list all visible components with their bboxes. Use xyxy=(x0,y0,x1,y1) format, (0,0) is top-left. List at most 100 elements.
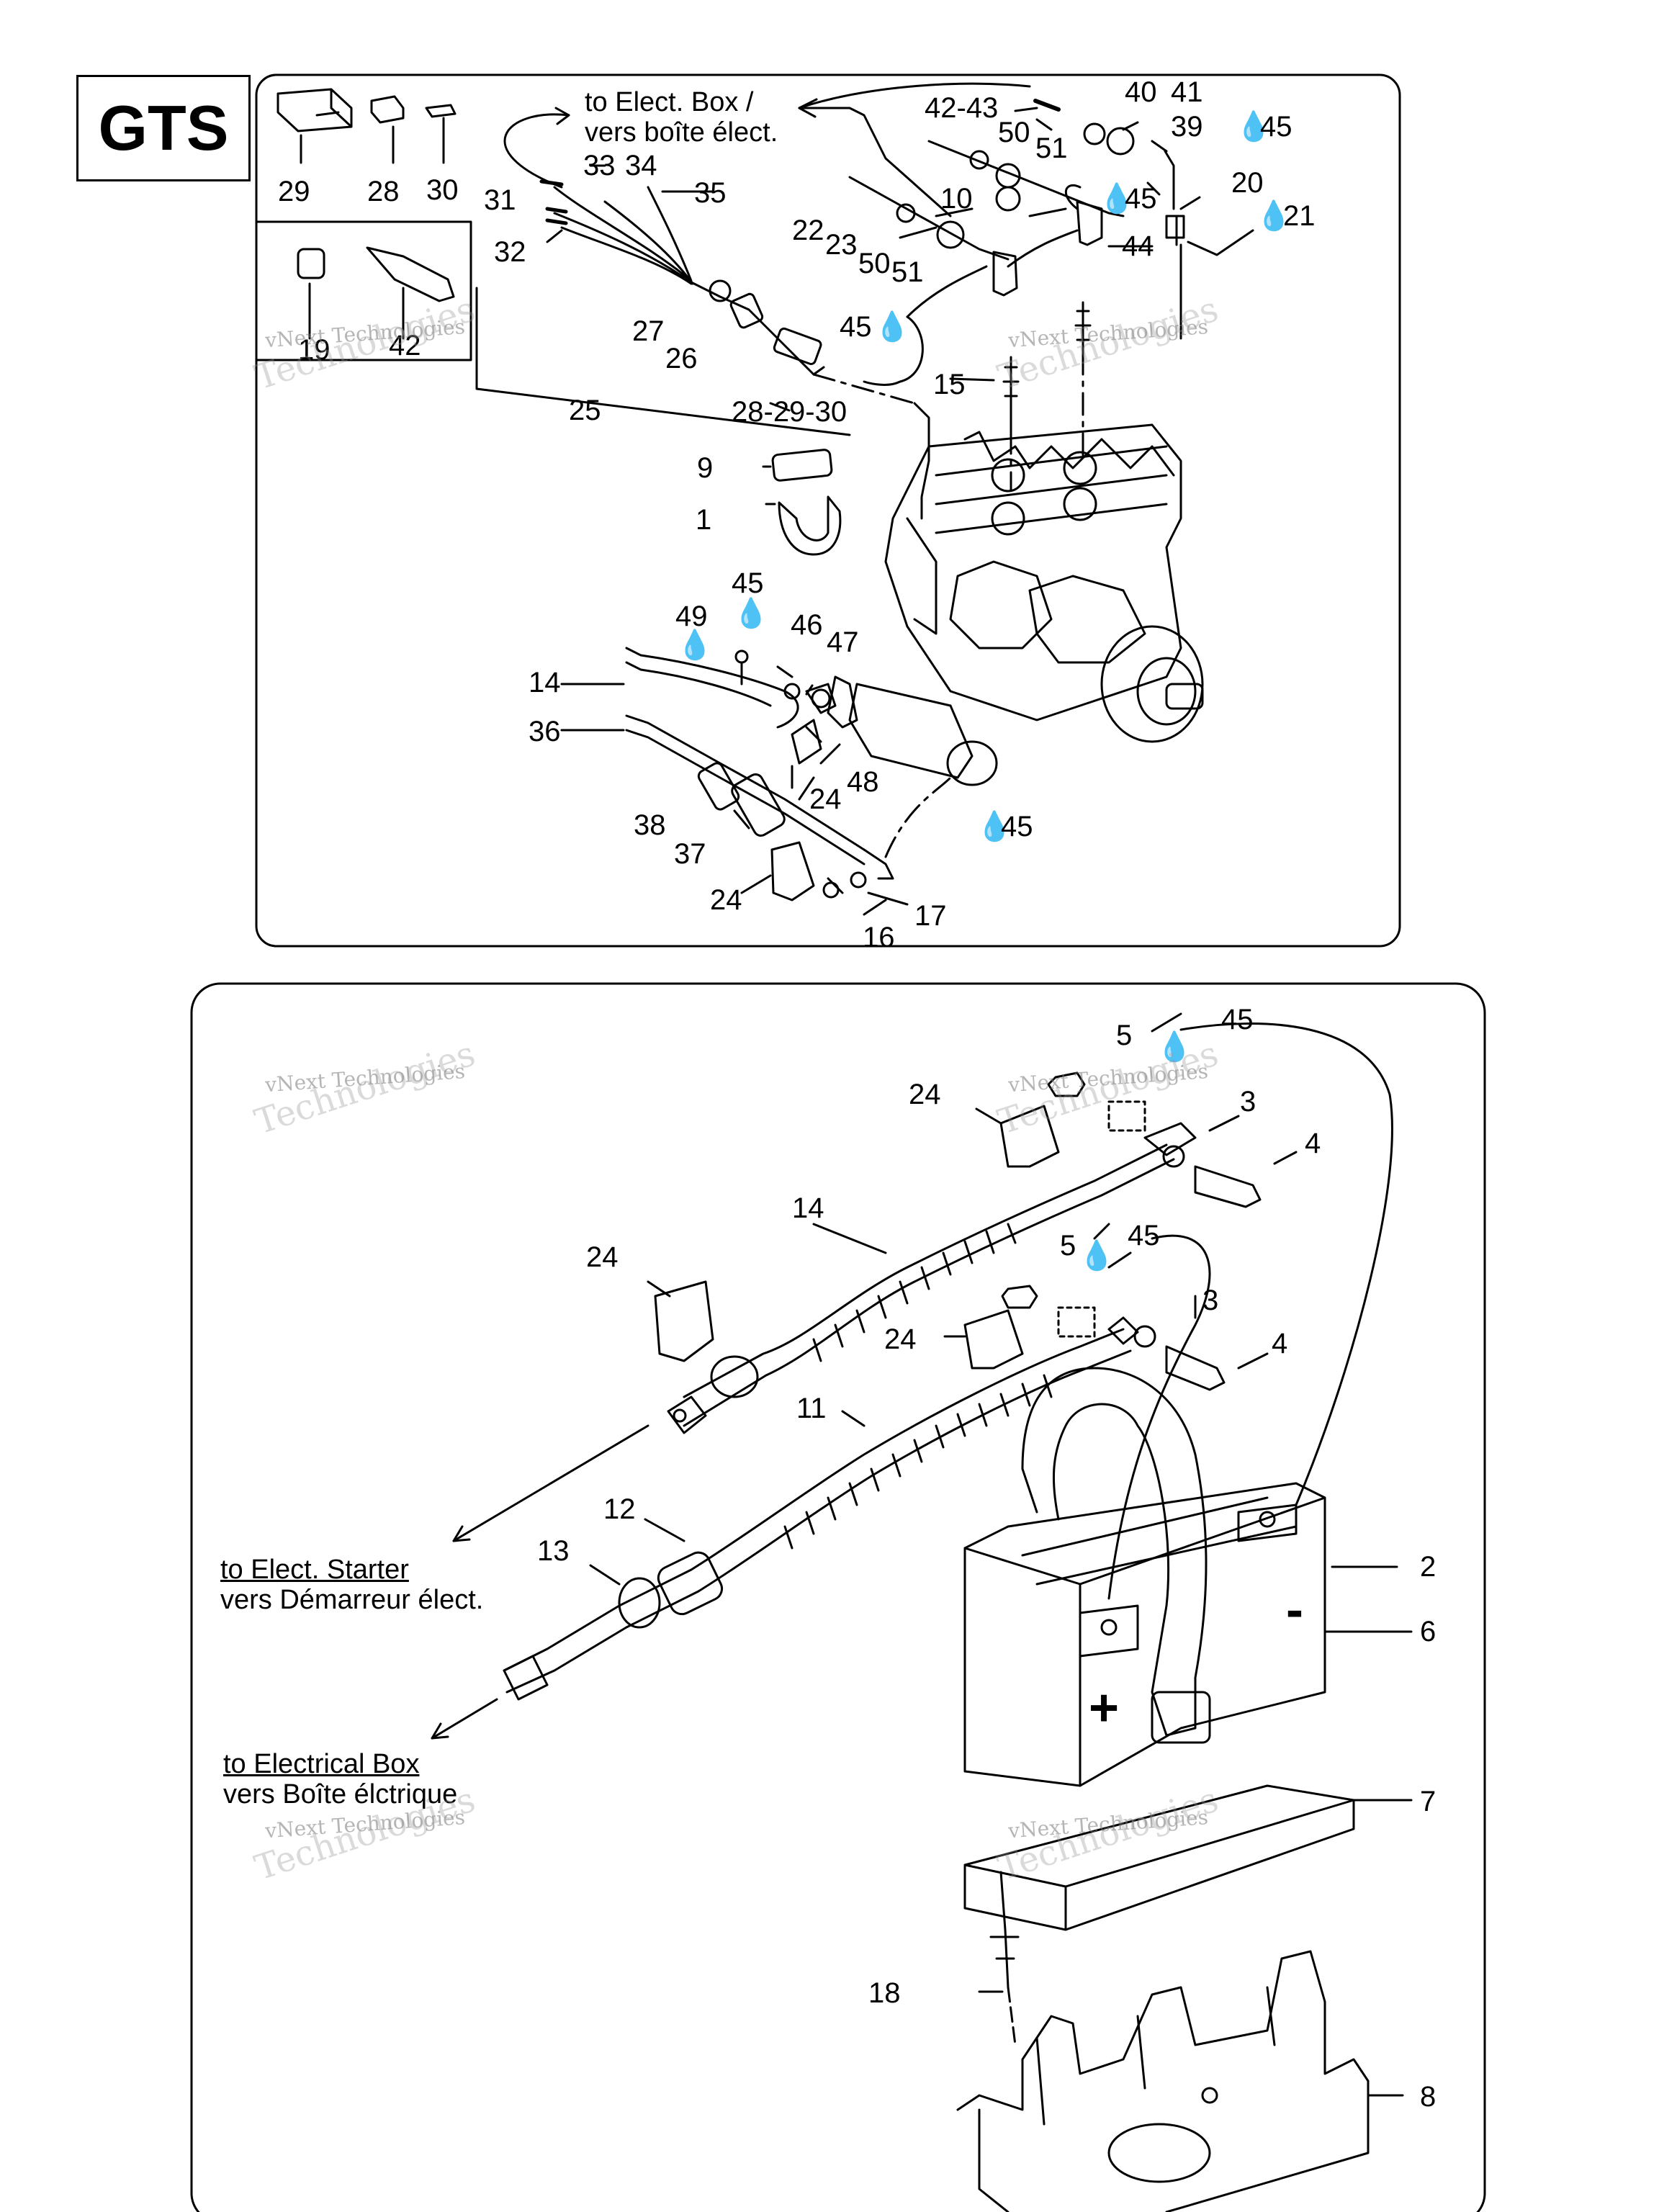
note-elect-box: to Elect. Box / vers boîte élect. xyxy=(585,87,778,148)
lug-14 xyxy=(667,1395,707,1434)
callout-24-top-a: 24 xyxy=(809,783,842,815)
note-starter-en: to Elect. Starter xyxy=(220,1555,409,1585)
sleeve-13 xyxy=(618,1577,661,1629)
callout-28-29-30: 28-29-30 xyxy=(732,396,848,428)
callout-16: 16 xyxy=(863,922,895,953)
bolt-4-lower xyxy=(1165,1345,1226,1391)
callout-31: 31 xyxy=(484,184,516,216)
callout-50-b: 50 xyxy=(858,248,891,279)
spark-wire-lower xyxy=(848,176,1010,261)
drop-icon-45-d: 💧 xyxy=(733,598,769,629)
callout-49: 49 xyxy=(675,601,708,632)
callout-14-top: 14 xyxy=(529,667,561,698)
watermark-6: vNext Technologies Technologies xyxy=(993,1779,1223,1889)
callout-23: 23 xyxy=(825,229,858,261)
drop-icon-21: 💧 xyxy=(1256,200,1292,232)
callout-12: 12 xyxy=(603,1493,636,1525)
sensor-connector xyxy=(913,402,930,520)
callout-45-d: 45 xyxy=(732,567,764,599)
drop-icon-45-b: 💧 xyxy=(1099,183,1135,215)
callout-3-b: 3 xyxy=(1202,1285,1219,1316)
callout-24-b3: 24 xyxy=(586,1241,619,1273)
callout-6: 6 xyxy=(1420,1616,1437,1647)
watermark-4: vNext Technologies Technologies xyxy=(993,1033,1223,1143)
callout-11: 11 xyxy=(796,1393,827,1424)
spark-plug-left xyxy=(1002,356,1020,433)
spark-plug-right xyxy=(1074,301,1092,354)
sleeve-38 xyxy=(697,762,740,811)
arrow-to-electrical-box xyxy=(431,1698,498,1740)
drop-icon-45-f: 💧 xyxy=(1156,1031,1192,1063)
callout-50-a: 50 xyxy=(998,117,1030,148)
callout-33: 33 xyxy=(583,150,616,181)
battery-tray xyxy=(963,1784,1355,1931)
callout-3-a: 3 xyxy=(1240,1086,1256,1118)
lug-11 xyxy=(503,1655,549,1701)
boot-12 xyxy=(657,1551,724,1616)
battery-strap xyxy=(1021,1367,1208,1737)
drop-icon-49: 💧 xyxy=(677,629,713,661)
engine xyxy=(884,423,1204,743)
plug-cap-44 xyxy=(1064,184,1103,246)
callout-48: 48 xyxy=(847,766,879,798)
callout-32: 32 xyxy=(494,236,526,268)
arrow-elect-box xyxy=(503,113,570,189)
battery-holder xyxy=(956,1950,1370,2212)
callout-5-a: 5 xyxy=(1116,1020,1133,1051)
callout-8: 8 xyxy=(1420,2081,1437,2113)
callout-42-inset: 42 xyxy=(389,330,421,361)
callout-27: 27 xyxy=(632,315,665,347)
model-badge: GTS xyxy=(76,75,251,181)
note-starter-fr: vers Démarreur élect. xyxy=(220,1584,484,1615)
arrow-to-starter xyxy=(452,1424,649,1542)
callout-17: 17 xyxy=(914,900,947,932)
boot-24-lower xyxy=(770,841,815,902)
callout-19: 19 xyxy=(298,334,331,366)
lug-14-ring xyxy=(1143,1122,1197,1156)
callout-39: 39 xyxy=(1171,111,1203,143)
callout-51-b: 51 xyxy=(891,256,924,288)
callout-2: 2 xyxy=(1420,1551,1437,1583)
callout-14-bottom: 14 xyxy=(792,1192,824,1224)
note-electrical-box: to Electrical Box vers Boîte élctrique xyxy=(223,1749,457,1810)
minus-terminal-sign: - xyxy=(1286,1581,1303,1639)
connector-28 xyxy=(370,95,405,124)
watermark-1: vNext Technologies Technologies xyxy=(250,289,480,398)
plug-cap-lower xyxy=(992,251,1018,297)
drop-icon-45-c: 💧 xyxy=(874,311,910,343)
callout-30: 30 xyxy=(426,174,459,206)
starter-motor xyxy=(805,675,998,786)
callout-47: 47 xyxy=(827,626,859,658)
callout-4-b: 4 xyxy=(1272,1328,1288,1359)
callout-28: 28 xyxy=(367,176,400,207)
bottom-panel-border xyxy=(190,982,1486,2212)
callout-40: 40 xyxy=(1125,76,1157,108)
callout-15: 15 xyxy=(933,369,966,400)
callout-45-g: 45 xyxy=(1128,1220,1160,1251)
watermark-2: vNext Technologies Technologies xyxy=(993,289,1223,398)
boot-24-top xyxy=(791,719,822,765)
callout-41: 41 xyxy=(1171,76,1203,108)
callout-22: 22 xyxy=(792,215,824,246)
clamp-1 xyxy=(778,495,842,556)
callout-5-b: 5 xyxy=(1060,1230,1076,1262)
top-panel-border xyxy=(255,73,1401,948)
callout-42-43: 42-43 xyxy=(925,92,999,124)
note-elect-box-en: to Elect. Box / xyxy=(585,87,754,117)
callout-18: 18 xyxy=(868,1977,901,2009)
callout-45-e: 45 xyxy=(1001,811,1033,842)
boot-24-a xyxy=(654,1280,714,1362)
cable-14-bottom xyxy=(683,1143,1168,1398)
ferrule-19 xyxy=(297,248,325,279)
callout-34: 34 xyxy=(625,150,657,181)
callout-25: 25 xyxy=(569,395,601,426)
grommet-20 xyxy=(1165,215,1185,239)
callout-26: 26 xyxy=(665,343,698,374)
drop-icon-45-g: 💧 xyxy=(1079,1240,1115,1272)
callout-21: 21 xyxy=(1283,200,1316,232)
note-elect-box-fr: vers boîte élect. xyxy=(585,117,778,148)
drop-icon-45-a: 💧 xyxy=(1236,111,1272,143)
pin-30 xyxy=(425,104,457,118)
boot-24-c xyxy=(999,1105,1060,1168)
